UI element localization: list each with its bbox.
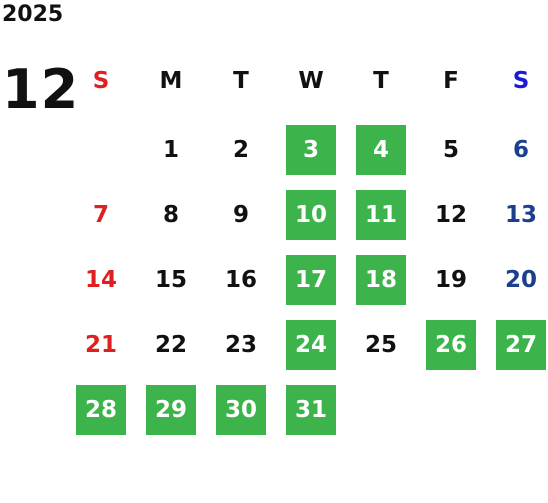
highlighted-day-cell: 30	[216, 385, 266, 435]
highlighted-day-cell: 27	[496, 320, 546, 370]
day-cell: 19	[434, 267, 467, 293]
day-cell: 2	[232, 137, 249, 163]
day-cell: 14	[84, 267, 117, 293]
weekday-header: M	[159, 68, 183, 94]
highlighted-day-cell: 17	[286, 255, 336, 305]
highlighted-day-cell: 10	[286, 190, 336, 240]
highlighted-day-cell: 31	[286, 385, 336, 435]
month-number: 12	[2, 58, 80, 121]
highlighted-day-cell: 24	[286, 320, 336, 370]
year-label: 2025	[2, 2, 64, 27]
day-cell: 13	[504, 202, 537, 228]
day-cell: 9	[232, 202, 249, 228]
day-cell: 6	[512, 137, 529, 163]
weekday-header: T	[373, 68, 389, 94]
day-cell: 25	[364, 332, 397, 358]
day-cell: 20	[504, 267, 537, 293]
highlighted-day-cell: 3	[286, 125, 336, 175]
day-cell: 15	[154, 267, 187, 293]
highlighted-day-cell: 26	[426, 320, 476, 370]
day-cell: 5	[442, 137, 459, 163]
highlighted-day-cell: 11	[356, 190, 406, 240]
day-cell: 12	[434, 202, 467, 228]
weekday-header: W	[298, 68, 324, 94]
day-cell: 22	[154, 332, 187, 358]
day-cell: 7	[92, 202, 109, 228]
day-cell: 23	[224, 332, 257, 358]
weekday-header: F	[443, 68, 459, 94]
highlighted-day-cell: 28	[76, 385, 126, 435]
highlighted-day-cell: 4	[356, 125, 406, 175]
highlighted-day-cell: 18	[356, 255, 406, 305]
day-cell: 21	[84, 332, 117, 358]
highlighted-day-cell: 29	[146, 385, 196, 435]
weekday-header: S	[512, 68, 530, 94]
day-cell: 16	[224, 267, 257, 293]
weekday-header: T	[233, 68, 249, 94]
day-cell: 8	[162, 202, 179, 228]
weekday-header: S	[92, 68, 110, 94]
day-cell: 1	[162, 137, 179, 163]
